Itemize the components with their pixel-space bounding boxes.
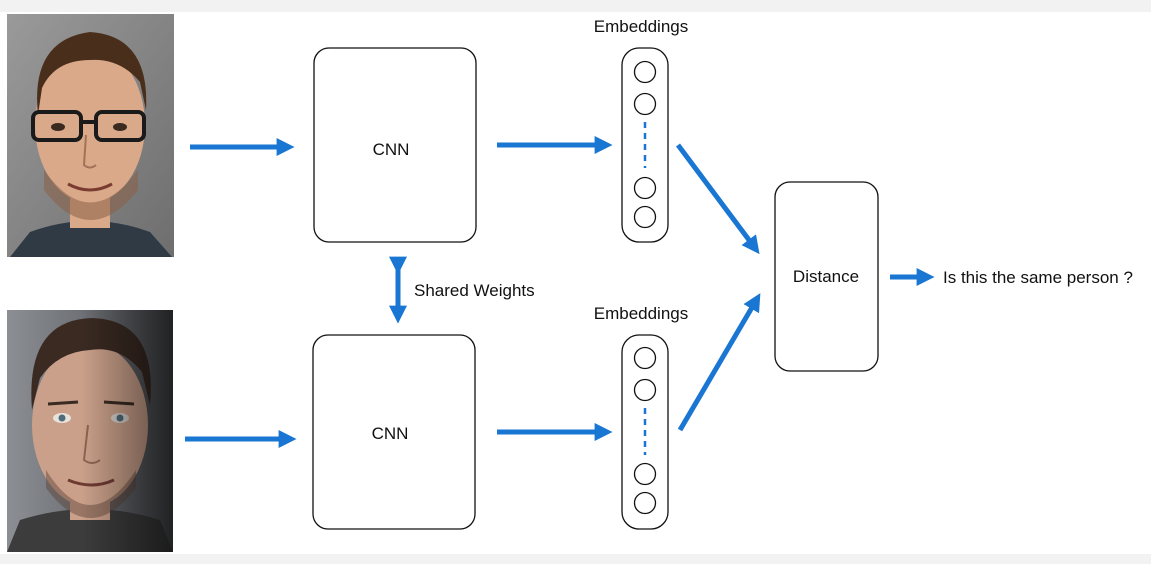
embeddings-label-top: Embeddings <box>594 17 689 36</box>
diagram-canvas <box>0 12 1151 554</box>
bottom-face-photo <box>7 310 173 552</box>
shared-weights-label: Shared Weights <box>414 281 535 300</box>
embeddings-label-bottom: Embeddings <box>594 304 689 323</box>
embedding-to-distance-arrow-bottom <box>677 293 761 432</box>
embedding-vector-bottom <box>621 334 669 530</box>
embedding-node <box>633 205 657 229</box>
embedding-node <box>633 92 657 116</box>
embedding-node <box>633 462 657 486</box>
embedding-to-distance-arrow-top <box>675 143 760 255</box>
cnn-box-top <box>313 47 477 243</box>
embedding-node <box>633 491 657 515</box>
embedding-node <box>633 176 657 200</box>
distance-box <box>774 181 879 372</box>
embedding-vector-top <box>621 47 669 243</box>
top-face-photo <box>7 14 174 257</box>
cnn-label-bottom: CNN <box>372 424 409 443</box>
embedding-node <box>633 346 657 370</box>
distance-label: Distance <box>793 267 859 286</box>
embedding-node <box>633 60 657 84</box>
embedding-node <box>633 378 657 402</box>
cnn-box-bottom <box>312 334 476 530</box>
cnn-label-top: CNN <box>373 140 410 159</box>
output-question-label: Is this the same person ? <box>943 268 1133 287</box>
